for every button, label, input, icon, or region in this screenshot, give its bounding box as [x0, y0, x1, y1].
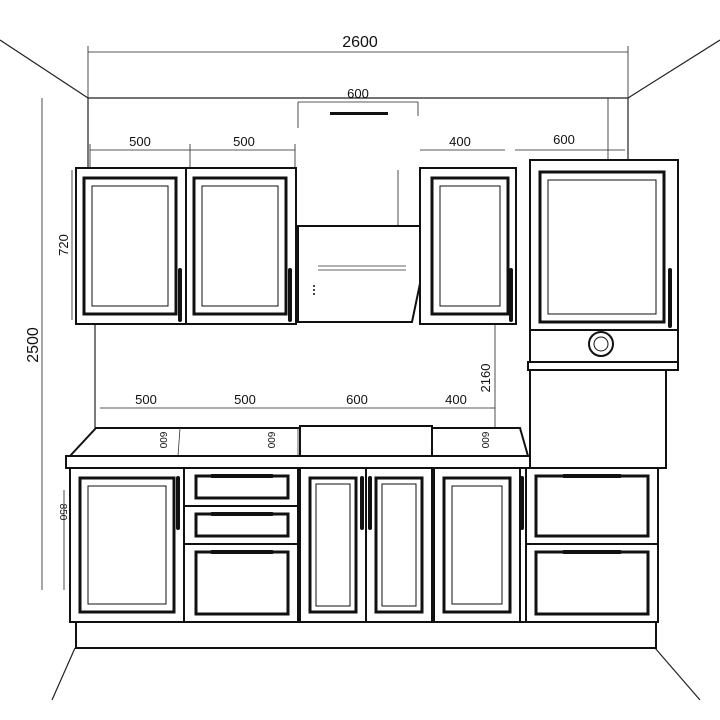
dim-upper-1: 500: [129, 134, 151, 149]
dimension-lines: [41, 46, 629, 590]
tall-oven-column: [527, 159, 679, 469]
cooktop: [299, 425, 433, 457]
upper-cabinet-1: [75, 167, 187, 325]
lower-cabinet-4: [433, 467, 524, 623]
dim-counter-b: 600: [265, 432, 276, 449]
dim-upper-4: 600: [553, 132, 575, 147]
range-hood: [297, 112, 434, 323]
lower-drawer-stack: [183, 467, 299, 623]
dim-height-2160: 2160: [478, 364, 493, 393]
dim-lower-4: 400: [445, 392, 467, 407]
lower-cabinet-1: [69, 467, 185, 623]
dim-upper-2: 500: [233, 134, 255, 149]
upper-cabinet-3: [419, 167, 517, 325]
countertop: [65, 425, 531, 469]
dim-counter-a: 600: [157, 432, 168, 449]
hood-vent-slot: [330, 112, 388, 115]
dim-total-width: 2600: [342, 34, 378, 51]
dim-hood-width: 600: [347, 86, 369, 101]
dim-counter-c: 600: [479, 432, 490, 449]
upper-cabinet-2: [185, 167, 297, 325]
plinth: [75, 621, 657, 649]
lower-tall-drawers: [525, 467, 659, 623]
dim-lower-2: 500: [234, 392, 256, 407]
dim-upper-height: 720: [56, 234, 71, 256]
dim-total-height: 2500: [25, 327, 42, 363]
dim-lower-3: 600: [346, 392, 368, 407]
dim-base-height: 850: [57, 504, 68, 521]
lower-cabinet-double-door: [299, 467, 433, 623]
dim-upper-3: 400: [449, 134, 471, 149]
dim-lower-1: 500: [135, 392, 157, 407]
